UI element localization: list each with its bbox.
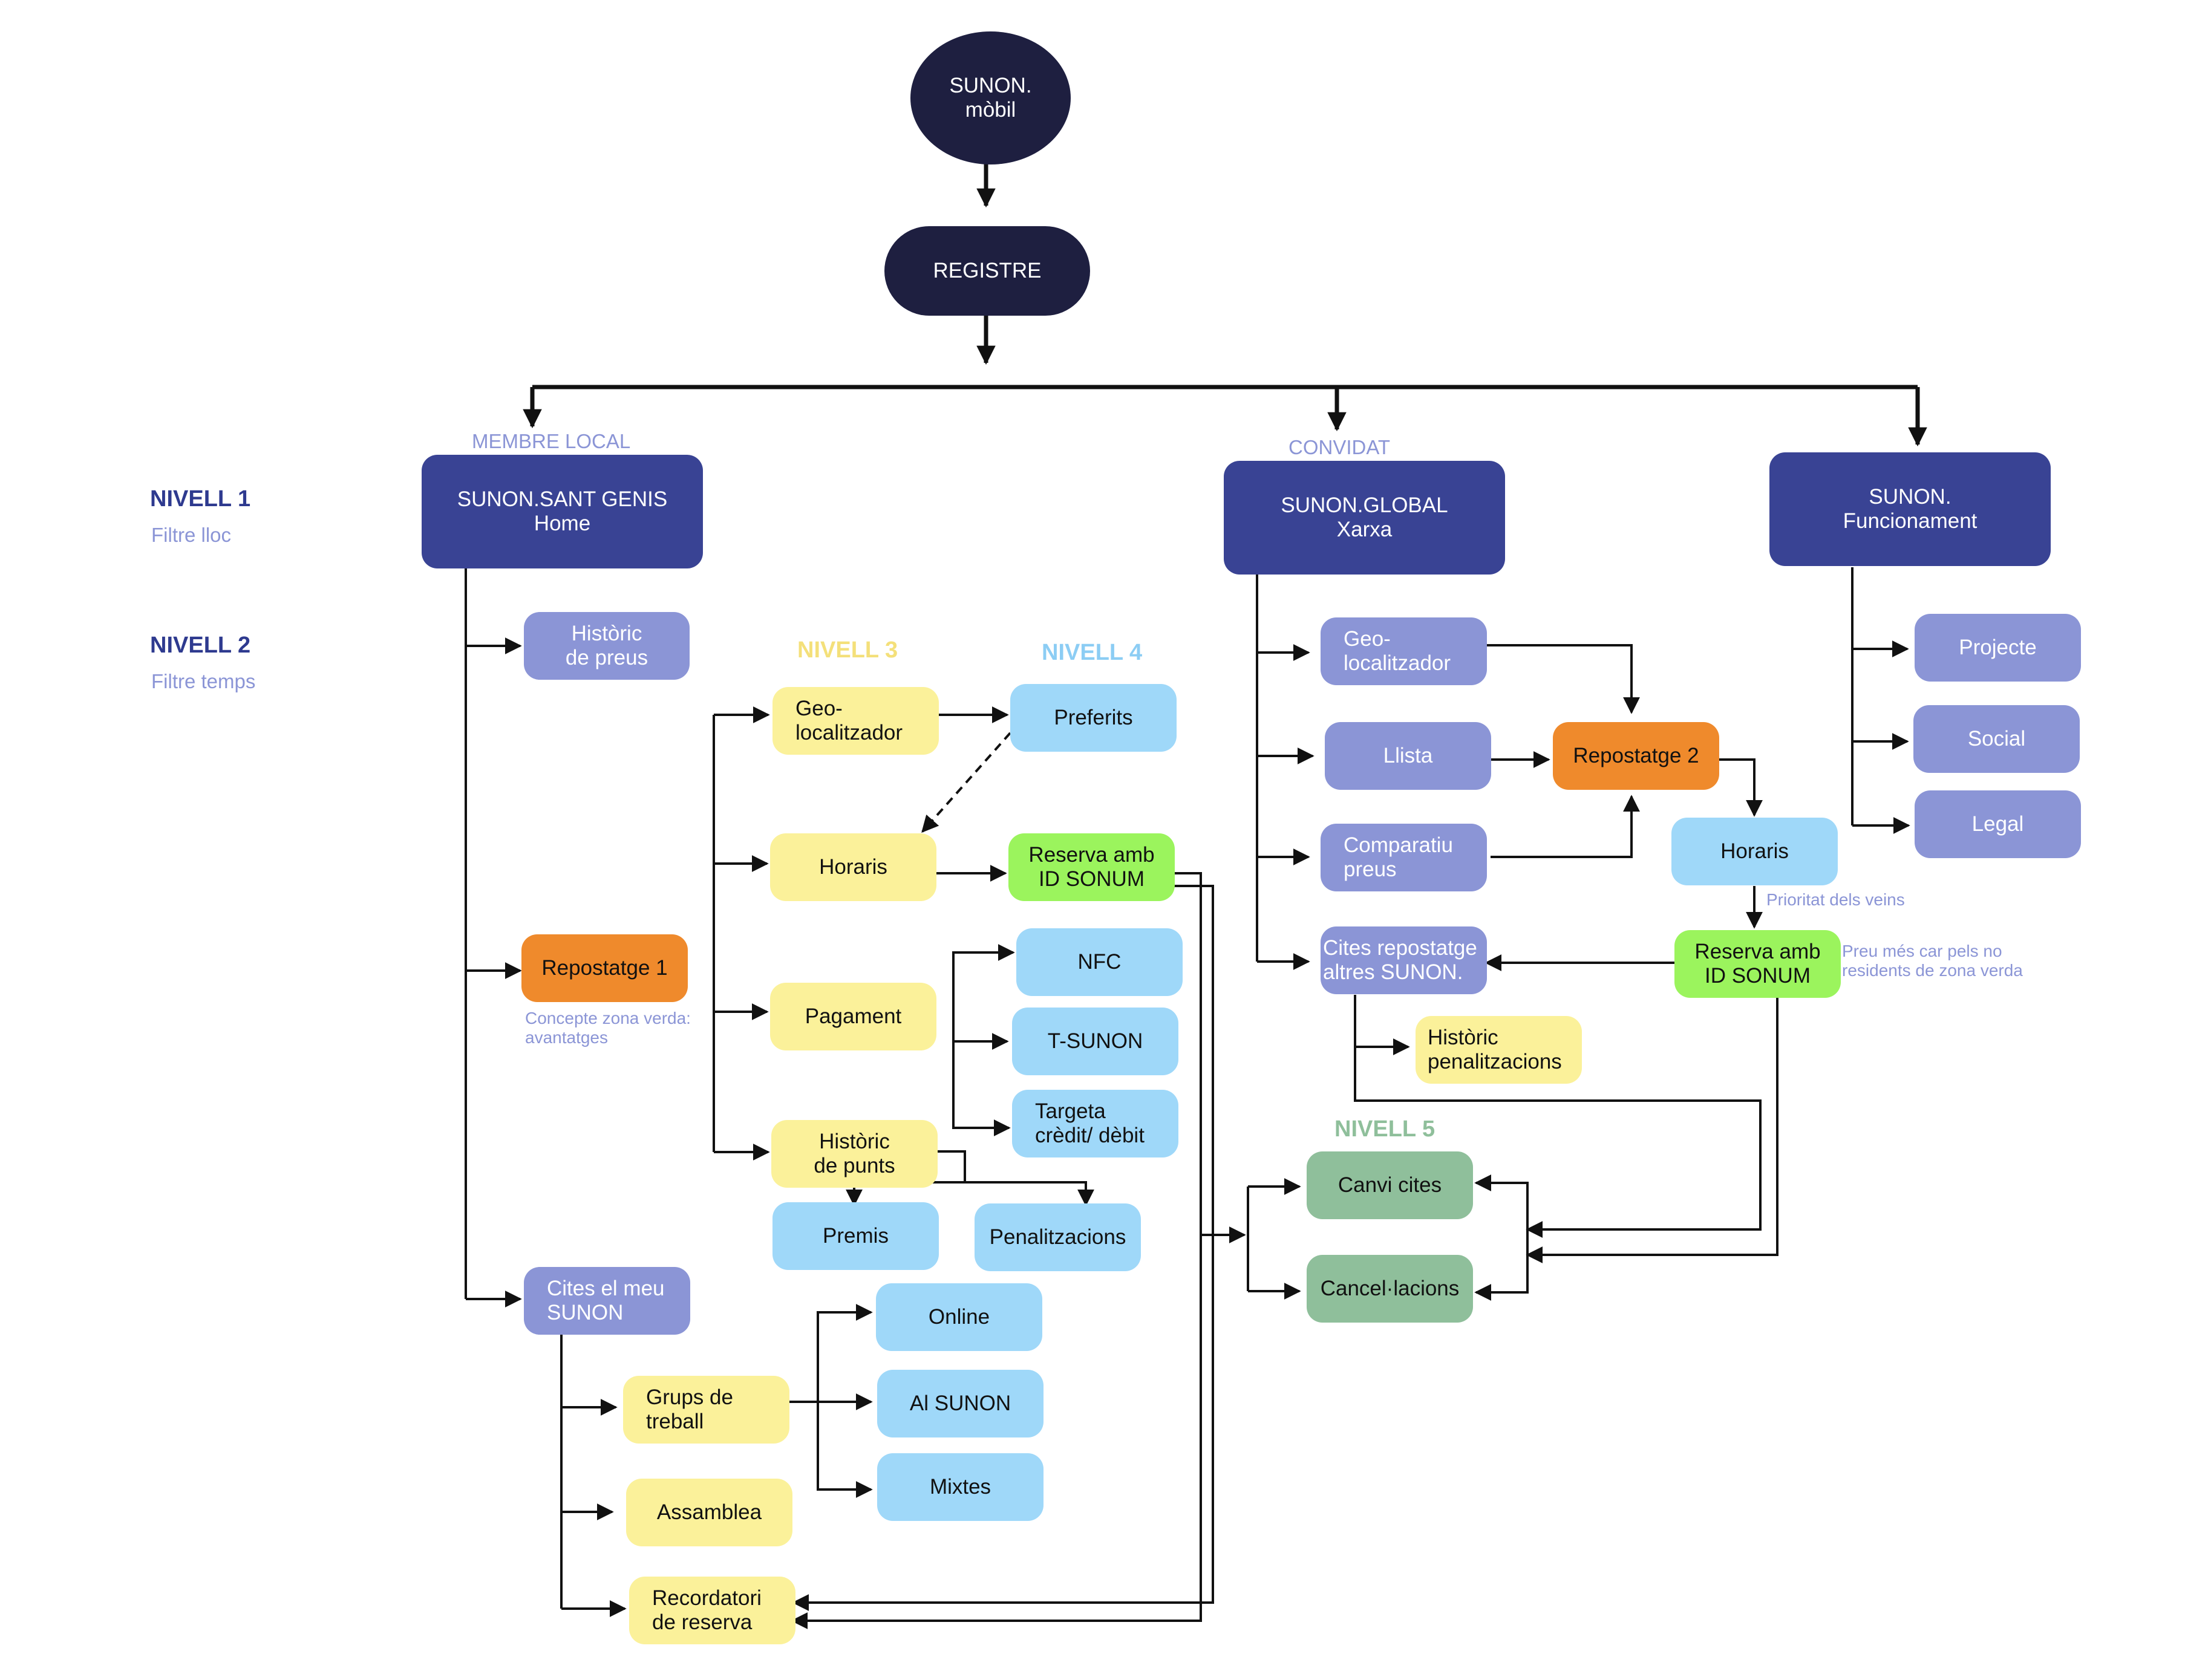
global-connectors [1256, 571, 1778, 1301]
horaris-global[interactable]: Horaris [1671, 818, 1838, 885]
preu-no-residents-note: Preu més car pels no residents de zona v… [1842, 942, 2023, 980]
sunon-sant-genis-home[interactable]: SUNON.SANT GENIS Home [422, 455, 703, 568]
historic-penalitzacions[interactable]: Històric penalitzacions [1416, 1016, 1582, 1084]
online[interactable]: Online [876, 1283, 1042, 1351]
historic-de-preus[interactable]: Històric de preus [524, 612, 690, 680]
al-sunon[interactable]: Al SUNON [877, 1370, 1044, 1437]
social[interactable]: Social [1913, 705, 2080, 773]
recordatori-de-reserva[interactable]: Recordatori de reserva [629, 1577, 795, 1644]
mixtes[interactable]: Mixtes [877, 1453, 1044, 1521]
projecte[interactable]: Projecte [1915, 614, 2081, 682]
category-membre-local: MEMBRE LOCAL [472, 430, 631, 452]
prioritat-veins-note: Prioritat dels veins [1766, 890, 1905, 909]
reserva-id-sonum-local[interactable]: Reserva amb ID SONUM [1008, 833, 1175, 901]
geo-localitzador-global[interactable]: Geo- localitzador [1321, 617, 1487, 685]
llista[interactable]: Llista [1325, 722, 1491, 790]
repostatge-2[interactable]: Repostatge 2 [1553, 722, 1719, 790]
t-sunon[interactable]: T-SUNON [1012, 1008, 1178, 1075]
funcionament-connectors [1851, 567, 1910, 834]
reserva-id-sonum-global[interactable]: Reserva amb ID SONUM [1674, 930, 1841, 998]
cites-el-meu-sunon[interactable]: Cites el meu SUNON [524, 1267, 690, 1335]
preferits[interactable]: Preferits [1010, 684, 1177, 752]
canvi-cites[interactable]: Canvi cites [1307, 1151, 1473, 1219]
concepte-zona-verda-note: Concepte zona verda: avantatges [525, 1009, 691, 1047]
level-3-label: NIVELL 3 [797, 637, 898, 663]
legal[interactable]: Legal [1915, 790, 2081, 858]
local-connectors [465, 565, 1301, 1629]
level-5-label: NIVELL 5 [1334, 1116, 1435, 1142]
category-convidat: CONVIDAT [1288, 436, 1391, 458]
repostatge-1[interactable]: Repostatge 1 [521, 934, 688, 1002]
cites-repostatge-altres-sunon[interactable]: Cites repostatge altres SUNON. [1321, 926, 1487, 994]
assamblea[interactable]: Assamblea [626, 1479, 792, 1546]
comparatiu-preus[interactable]: Comparatiu preus [1321, 824, 1487, 891]
registre-node[interactable]: REGISTRE [884, 226, 1090, 316]
level-2-subtitle: Filtre temps [151, 670, 256, 692]
level-2-label: NIVELL 2 [150, 633, 251, 658]
start-node-sunon-mobil[interactable]: SUNON. mòbil [910, 31, 1071, 164]
historic-de-punts[interactable]: Històric de punts [771, 1120, 938, 1188]
sunon-global-xarxa[interactable]: SUNON.GLOBAL Xarxa [1224, 461, 1505, 575]
level-4-label: NIVELL 4 [1042, 640, 1143, 665]
cancelacions[interactable]: Cancel·lacions [1307, 1255, 1473, 1323]
premis[interactable]: Premis [772, 1202, 939, 1270]
geo-localitzador-local[interactable]: Geo- localitzador [772, 687, 939, 755]
sunon-funcionament[interactable]: SUNON. Funcionament [1769, 452, 2051, 566]
top-connectors [523, 163, 1927, 447]
level-1-label: NIVELL 1 [150, 486, 251, 512]
targeta-credit-debit[interactable]: Targeta crèdit/ dèbit [1012, 1090, 1178, 1157]
pagament[interactable]: Pagament [770, 983, 936, 1050]
level-1-subtitle: Filtre lloc [151, 524, 232, 546]
penalitzacions[interactable]: Penalitzacions [975, 1203, 1141, 1271]
grups-de-treball[interactable]: Grups de treball [623, 1376, 789, 1444]
horaris-local[interactable]: Horaris [770, 833, 936, 901]
nfc[interactable]: NFC [1016, 928, 1183, 996]
